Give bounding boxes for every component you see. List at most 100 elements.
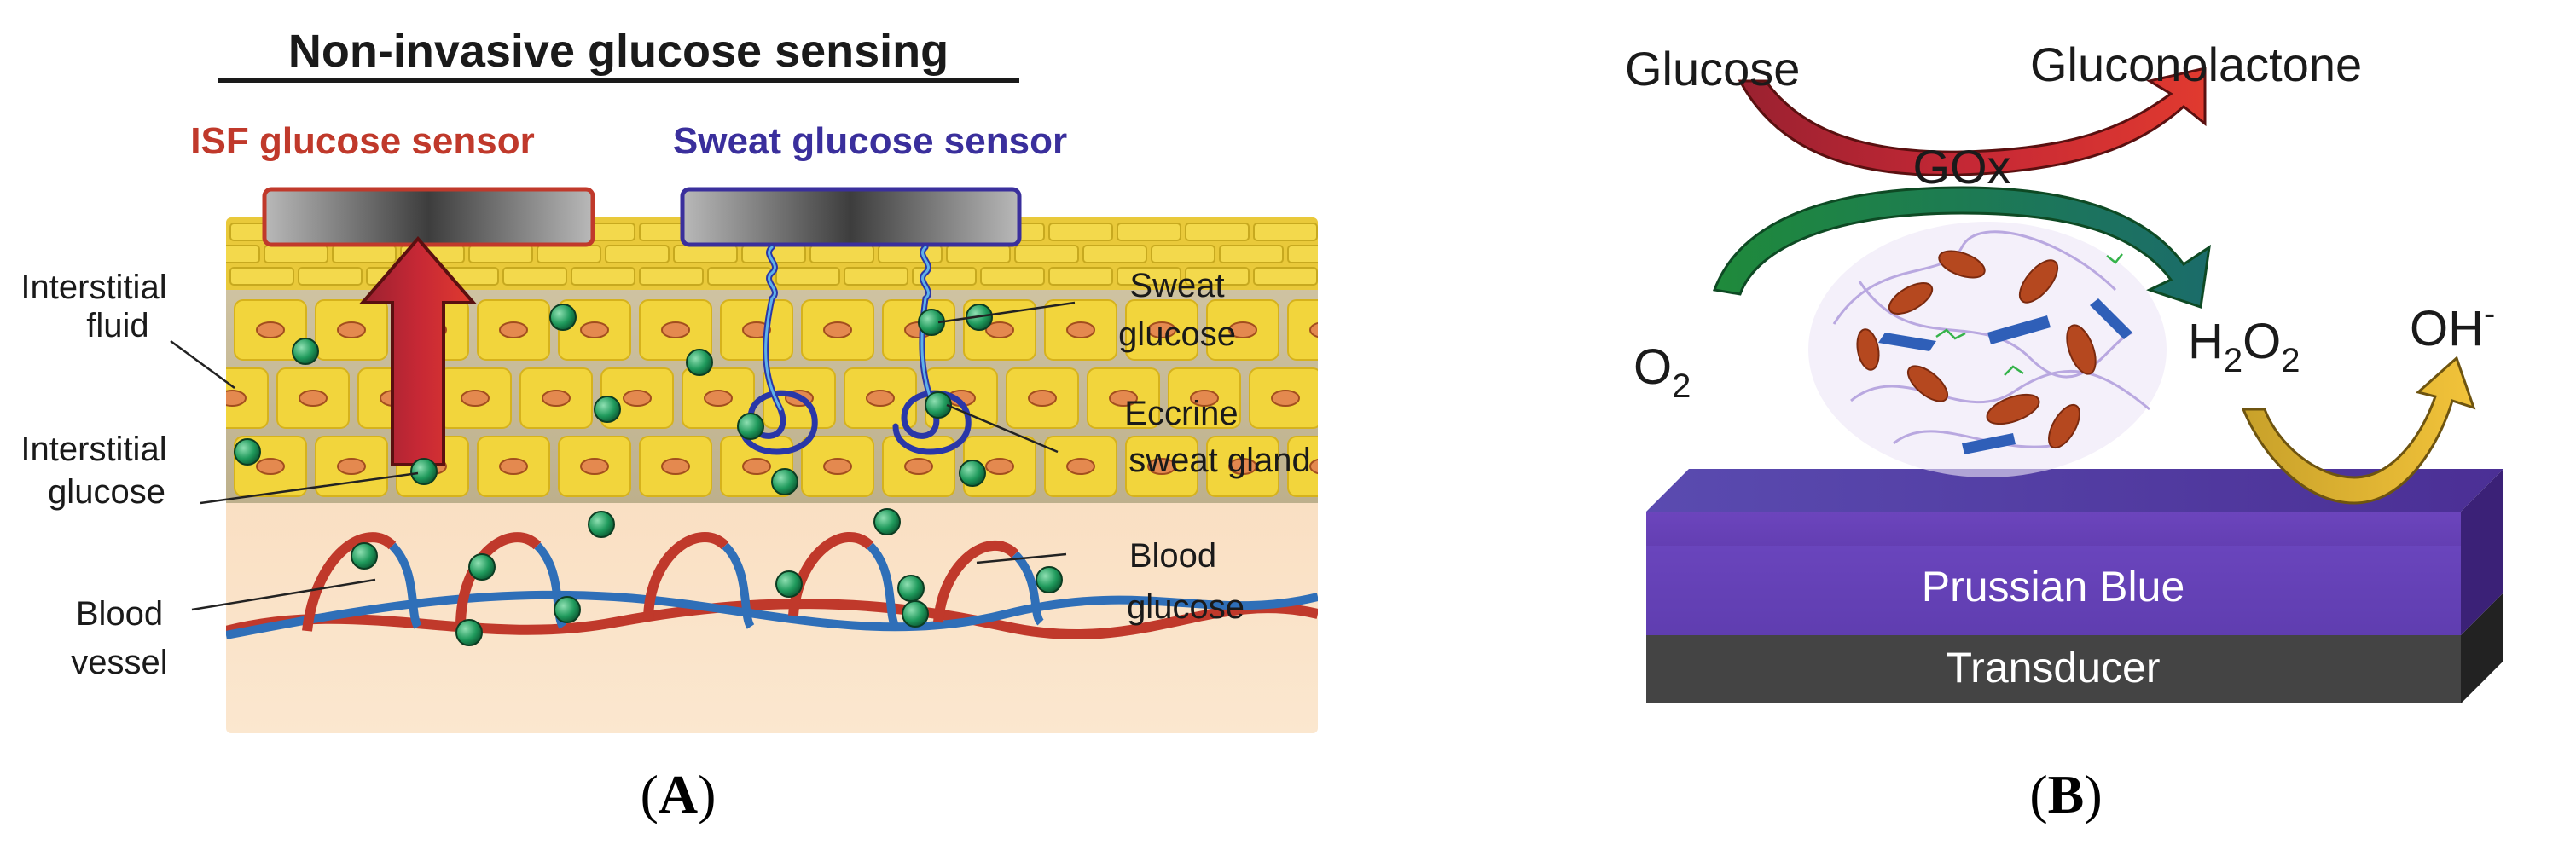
label-interstitial-fluid: Interstitial	[20, 269, 166, 306]
label-interstitial-fluid: fluid	[86, 307, 148, 344]
corneum-brick	[1253, 267, 1318, 286]
cell-nucleus	[337, 458, 366, 475]
caption-a: (A)	[640, 764, 717, 824]
gluconolactone-label: Gluconolactone	[2030, 38, 2362, 91]
chemistry-labels: Glucose Gluconolactone GOx O2 H2O2 OH-	[1625, 38, 2495, 405]
corneum-brick	[1117, 267, 1181, 286]
cell-nucleus	[1190, 390, 1219, 407]
sweat-sensor-pad	[680, 187, 1022, 247]
glucose-label: Glucose	[1625, 42, 1800, 95]
leader-lines	[170, 301, 1076, 611]
corneum-brick	[502, 267, 567, 286]
cell-nucleus	[823, 321, 852, 338]
glucose-molecule	[925, 391, 952, 419]
left-labels: Interstitial fluid Interstitial glucose …	[20, 269, 167, 681]
isf-extraction-arrow	[358, 235, 478, 466]
capillary-loop	[722, 542, 755, 629]
cell-nucleus	[742, 458, 771, 475]
corneum-brick	[332, 245, 397, 263]
cell-nucleus	[1228, 458, 1257, 475]
corneum-brick	[878, 245, 943, 263]
corneum-brick	[809, 245, 874, 263]
corneum-brick	[673, 245, 738, 263]
right-labels: Sweat glucose Eccrine sweat gland Blood …	[1118, 267, 1311, 626]
corneum-brick	[537, 245, 601, 263]
corneum-brick	[775, 267, 840, 286]
gox-label: GOx	[1912, 140, 2010, 194]
corneum-brick	[1219, 245, 1284, 263]
cell-nucleus	[580, 321, 609, 338]
capillary-loop	[1012, 551, 1045, 626]
cell-nucleus	[1109, 390, 1138, 407]
corneum-brick	[639, 267, 704, 286]
cell-nucleus	[985, 321, 1014, 338]
cell-nucleus	[499, 321, 528, 338]
capillary-loop	[455, 532, 542, 628]
glucose-molecule	[902, 600, 929, 628]
transducer-block	[1646, 593, 2503, 703]
corneum-brick	[1082, 245, 1147, 263]
glucose-molecule	[737, 413, 764, 440]
corneum-brick	[264, 245, 328, 263]
cell-nucleus	[661, 321, 690, 338]
epidermal-cell	[1287, 436, 1318, 497]
corneum-brick	[1185, 223, 1250, 241]
corneum-brick	[1185, 267, 1250, 286]
cell-nucleus	[256, 458, 285, 475]
corneum-brick	[844, 267, 908, 286]
corneum-brick	[1117, 223, 1181, 241]
cell-nucleus	[823, 458, 852, 475]
label-sweat-glucose: Sweat	[1129, 267, 1224, 304]
cell-nucleus	[499, 458, 528, 475]
corneum-brick	[298, 267, 363, 286]
corneum-brick	[1151, 245, 1215, 263]
label-eccrine-sweat-gland: sweat gland	[1128, 442, 1310, 479]
title-underline	[218, 78, 1019, 83]
cell-nucleus	[461, 390, 490, 407]
cell-nucleus	[1066, 458, 1095, 475]
glucose-molecule	[468, 553, 496, 581]
gox-enzyme	[1808, 222, 2167, 477]
transducer-front	[1646, 635, 2461, 703]
peroxide-reduction-arrow	[2241, 356, 2476, 505]
corneum-brick	[605, 245, 670, 263]
cell-nucleus	[985, 458, 1014, 475]
corneum-brick	[226, 245, 260, 263]
corneum-brick	[468, 245, 533, 263]
corneum-brick	[1014, 245, 1079, 263]
glucose-molecule	[588, 511, 615, 538]
cell-nucleus	[256, 321, 285, 338]
cell-nucleus	[1309, 321, 1318, 338]
corneum-brick	[1253, 223, 1318, 241]
cell-nucleus	[904, 458, 933, 475]
capillary-loop	[933, 540, 1019, 623]
glucose-molecule	[234, 438, 261, 466]
glucose-molecule	[873, 508, 901, 535]
cell-nucleus	[542, 390, 571, 407]
glucose-molecule	[594, 396, 621, 423]
cell-nucleus	[1309, 458, 1318, 475]
glucose-molecule	[897, 575, 925, 602]
cell-nucleus	[337, 321, 366, 338]
cell-nucleus	[1028, 390, 1057, 407]
cell-nucleus	[299, 390, 328, 407]
panel-a-title: Non-invasive glucose sensing	[288, 26, 949, 77]
capillary-loop	[643, 532, 729, 622]
label-sweat-glucose: glucose	[1118, 315, 1236, 353]
hydroxide-label: OH-	[2410, 295, 2495, 356]
glucose-molecule	[410, 458, 438, 485]
label-interstitial-glucose: Interstitial	[20, 431, 166, 468]
corneum-brick	[980, 267, 1045, 286]
label-blood-vessel: vessel	[71, 644, 167, 681]
capillary-loop	[302, 532, 397, 632]
sweat-sensor-label: Sweat glucose sensor	[673, 120, 1067, 162]
h2o2-label: H2O2	[2188, 314, 2300, 379]
glucose-molecule	[1036, 566, 1063, 593]
label-eccrine-sweat-gland: Eccrine	[1124, 395, 1238, 432]
label-blood-glucose: glucose	[1127, 588, 1244, 626]
prussian-blue-layer	[1646, 469, 2503, 635]
prussian-blue-top	[1646, 469, 2503, 512]
cell-nucleus	[1066, 321, 1095, 338]
cell-nucleus	[661, 458, 690, 475]
corneum-brick	[229, 267, 294, 286]
